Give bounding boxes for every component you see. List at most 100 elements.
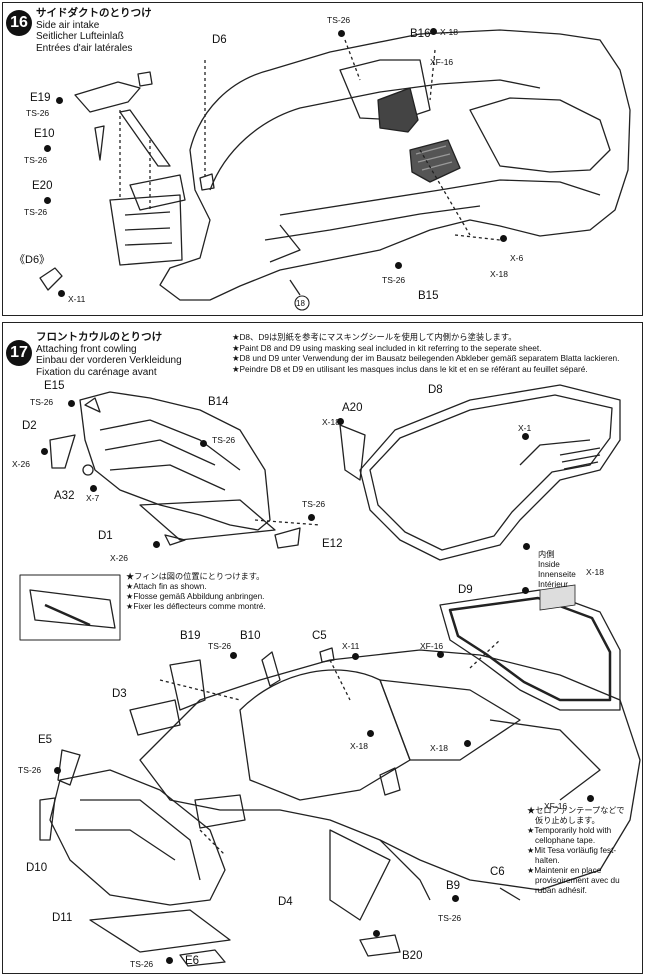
label-ts26-c: TS-26: [24, 207, 48, 217]
dot-x11: [352, 653, 359, 660]
label-x18-inside: X-18: [586, 567, 604, 577]
dot-x26-d2: [41, 448, 48, 455]
label-c5: C5: [312, 630, 327, 642]
e10-fin: [119, 109, 171, 167]
label-d10: D10: [26, 862, 48, 874]
dot-xf16-right: [587, 795, 594, 802]
step-17-panel: [2, 322, 643, 974]
dot-x7: [90, 485, 97, 492]
label-e5: E5: [38, 734, 53, 746]
dot-x26-d1: [153, 541, 160, 548]
d1-tab: [164, 534, 186, 546]
label-d6: D6: [212, 34, 227, 46]
tape-note-7: provisoirement avec du: [535, 876, 620, 885]
tape-note-0: ★セロファンテープなどで: [527, 806, 625, 815]
label-ts26-b9: TS-26: [438, 913, 462, 923]
dot-ts26-b14: [200, 440, 207, 447]
fin-note-fr: ★Fixer les déflecteurs comme montré.: [126, 602, 266, 611]
paint-note-jp: ★D8、D9は別紙を参考にマスキングシールを使用して内側から塗装します。: [232, 332, 517, 342]
b15-duct-part: [409, 139, 461, 183]
step-16-drawing: [39, 29, 631, 311]
label-e15: E15: [44, 380, 65, 392]
d9-window-border: [448, 596, 612, 702]
step-17-title-jp: フロントカウルのとりつけ: [36, 331, 163, 343]
upper-duct-opening: [339, 59, 431, 121]
label-e19: E19: [30, 92, 51, 104]
label-ts26-b10: TS-26: [208, 641, 232, 651]
label-a20: A20: [342, 402, 363, 414]
main-body-outline: [139, 649, 641, 891]
e12-part: [274, 527, 301, 549]
dot-b20: [373, 930, 380, 937]
inside-note: 内側 Inside Innenseite Intérieur: [538, 550, 576, 590]
d10-part: [39, 797, 56, 841]
label-d11: D11: [52, 912, 73, 924]
fin-note-jp: ★フィンは図の位置にとりつけます。: [126, 572, 265, 581]
e19-fin: [94, 125, 105, 161]
step-16-title: サイドダクトのとりつけ Side air intake Seitlicher L…: [36, 7, 152, 54]
d4-panel: [194, 794, 246, 829]
assembly-guide-lines: [119, 39, 501, 241]
d1-splitter: [139, 499, 276, 541]
dot-inside: [523, 543, 530, 550]
inside-note-de: Innenseite: [538, 570, 576, 579]
cellophane-tape: [539, 584, 576, 611]
dot-ts26-b9: [452, 895, 459, 902]
dot-ts26-b10: [230, 652, 237, 659]
b19-part: [169, 659, 206, 711]
sill-line: [279, 179, 601, 216]
roof-panel: [379, 679, 521, 761]
dot-ts26-e12: [308, 514, 315, 521]
paint-dot-e10: [44, 145, 51, 152]
label-d1: D1: [98, 530, 113, 542]
side-body-outline: [159, 29, 631, 301]
label-b19: B19: [180, 630, 201, 642]
step-16-title-de: Seitlicher Lufteinlaß: [36, 31, 124, 42]
d6-part: [74, 81, 141, 113]
c5-part: [319, 647, 335, 663]
paint-dot-top: [338, 30, 345, 37]
dot-ts26-e15: [68, 400, 75, 407]
ref18-arrow: [289, 279, 301, 296]
grille-slats: [124, 211, 173, 246]
label-ts26-b: TS-26: [24, 155, 48, 165]
c6-part: [379, 767, 401, 796]
d6-inset-part: [39, 267, 63, 291]
nose-contours: [75, 799, 201, 881]
b20-part: [359, 934, 401, 957]
side-grille-assembly: [109, 194, 183, 266]
ref18-circle: [294, 295, 310, 311]
step17-guide-lines: [159, 639, 501, 856]
tape-note-3: cellophane tape.: [535, 836, 596, 845]
label-a32: A32: [54, 490, 75, 502]
b10-mirror: [261, 651, 281, 687]
label-ref18: 18: [296, 299, 305, 308]
windshield-outline: [239, 669, 411, 801]
d8-canopy: [359, 384, 621, 561]
paint-dot-bottom: [395, 262, 402, 269]
body-crease-line: [209, 79, 541, 191]
dot-x18-mid: [367, 730, 374, 737]
label-x26-d2: X-26: [12, 459, 30, 469]
label-x18-mid: X-18: [350, 741, 368, 751]
label-xf16-right: XF-16: [544, 801, 568, 811]
label-d4: D4: [278, 896, 293, 908]
paint-dot-inset: [58, 290, 65, 297]
step-17-title-fr: Fixation du carénage avant: [36, 366, 157, 378]
tape-note-4: ★Mit Tesa vorläufig fest-: [527, 846, 617, 855]
fin-note-de: ★Flosse gemäß Abbildung anbringen.: [126, 592, 265, 601]
label-ts26-e12: TS-26: [302, 499, 326, 509]
b14-contours: [99, 419, 241, 491]
dot-x18-right: [464, 740, 471, 747]
dot-xf16: [437, 651, 444, 658]
label-b15: B15: [418, 290, 439, 302]
paint-dot-b16: [430, 28, 437, 35]
label-d3: D3: [112, 688, 127, 700]
label-ts26-bottom: TS-26: [382, 275, 406, 285]
e6-part: [179, 949, 226, 967]
label-ts26-e15: TS-26: [30, 397, 54, 407]
small-clip: [199, 173, 215, 191]
label-x26-d1: X-26: [110, 553, 128, 563]
step-16-number: 16: [6, 10, 32, 36]
label-x11: X-11: [68, 294, 86, 304]
